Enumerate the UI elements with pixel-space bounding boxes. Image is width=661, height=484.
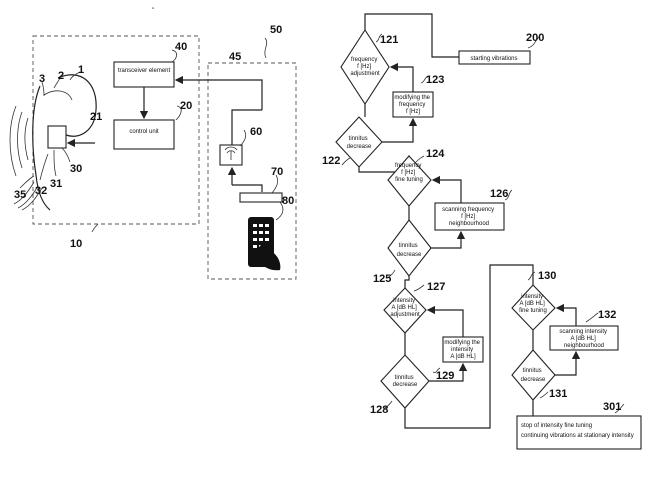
arrow-start-to-freq-adj	[364, 13, 459, 58]
link-to-remote-bar	[232, 184, 263, 192]
ref-70: 70	[271, 166, 283, 178]
arrow-modint-to-intadj	[426, 305, 464, 337]
ref-3: 3	[39, 73, 45, 85]
scanning-frequency-box	[434, 202, 505, 231]
stop-box	[516, 415, 642, 450]
ref-31: 31	[50, 178, 62, 190]
scan-freq-label: scanning frequency f [Hz] neighbourhood	[442, 207, 496, 227]
tinnitus-label-1: tinnitus decrease	[347, 136, 372, 150]
ref-127: 127	[427, 281, 445, 293]
ref-30: 30	[70, 163, 82, 175]
decision-tinnitus-decrease-1	[335, 116, 383, 168]
vibration-transducer	[47, 125, 67, 149]
tinnitus-label-2: tinnitus decrease	[397, 243, 422, 258]
ref-132: 132	[598, 309, 616, 321]
remote-dashed-boundary	[207, 62, 297, 280]
ref-129: 129	[436, 370, 454, 382]
arrow-tinnitus3-to-modint	[429, 362, 468, 382]
int-fine-label: intensity A [dB HL] fine tuning	[519, 294, 547, 314]
ref-21: 21	[90, 111, 102, 123]
scanning-intensity-box	[549, 325, 619, 351]
arrow-tinnitus2-to-scanfreq	[431, 230, 466, 249]
flow-leader-lines	[341, 33, 625, 414]
ref-50: 50	[270, 24, 282, 36]
tinnitus-label-3: tinnitus decrease	[393, 375, 418, 388]
ear-illustration	[9, 74, 97, 211]
ref-10: 10	[70, 238, 82, 250]
ref-35: 35	[14, 189, 26, 201]
ref-122: 122	[322, 155, 340, 167]
remote-bar	[239, 192, 283, 203]
remote-control-icon	[248, 217, 281, 271]
leader-lines	[19, 37, 284, 233]
ref-60: 60	[250, 126, 262, 138]
int-adj-label: intensity A [dB HL] adjustment	[390, 298, 420, 318]
link-remote-to-transceiver	[174, 75, 263, 110]
modifying-intensity-box	[442, 336, 484, 363]
ref-128: 128	[370, 404, 388, 416]
mod-freq-label: modifying the frequency f [Hz]	[394, 95, 431, 115]
ref-130: 130	[538, 270, 556, 282]
ref-121: 121	[380, 34, 398, 46]
antenna-icon	[224, 146, 238, 160]
link-antenna	[231, 109, 262, 147]
stop-label: stop of intensity fine tuning continuing…	[521, 423, 634, 439]
control-unit-label: control unit	[129, 129, 159, 135]
ref-1: 1	[78, 64, 84, 76]
control-unit-box	[113, 119, 175, 150]
ref-80: 80	[282, 195, 294, 207]
transceiver-element-box	[113, 61, 175, 88]
ref-125: 125	[373, 273, 391, 285]
arrow-scanint-to-intfine	[555, 303, 577, 326]
ref-123: 123	[426, 74, 444, 86]
mod-int-label: modifying the intensity A [dB HL]	[444, 340, 481, 360]
arrow-scanfreq-to-finetune	[431, 175, 462, 203]
tinnitus-label-4: tinnitus decrease	[521, 368, 546, 383]
ref-301: 301	[603, 401, 621, 413]
arrow-modfreq-to-freqadj	[389, 62, 414, 92]
starting-vibrations-label: starting vibrations	[470, 56, 517, 62]
line-tinnitus2-to-intadj	[404, 276, 410, 288]
arrow-tinnitus1-to-modfreq	[382, 117, 418, 143]
ref-200: 200	[526, 32, 544, 44]
arrow-tinnitus4-to-scanint	[555, 350, 581, 376]
fine-tune-label: frequency f [Hz] fine tuning	[395, 163, 423, 183]
device-dashed-boundary	[32, 35, 200, 225]
flowchart: starting vibrations frequency f [Hz] adj…	[335, 13, 642, 450]
ref-40: 40	[175, 41, 187, 53]
ref-131: 131	[549, 388, 567, 400]
top-mark: "	[152, 8, 154, 14]
transceiver-label: transceiver element	[118, 68, 171, 74]
line-tinnitus3-to-intfine	[404, 264, 534, 429]
ref-2: 2	[58, 70, 64, 82]
ref-32: 32	[35, 185, 47, 197]
scan-int-label: scanning intensity A [dB HL] neighbourho…	[559, 329, 608, 349]
ref-45: 45	[229, 51, 241, 63]
ref-126: 126	[490, 188, 508, 200]
ref-124: 124	[426, 148, 445, 160]
ref-20: 20	[180, 100, 192, 112]
freq-adj-label: frequency f [Hz] adjustment	[350, 57, 380, 77]
